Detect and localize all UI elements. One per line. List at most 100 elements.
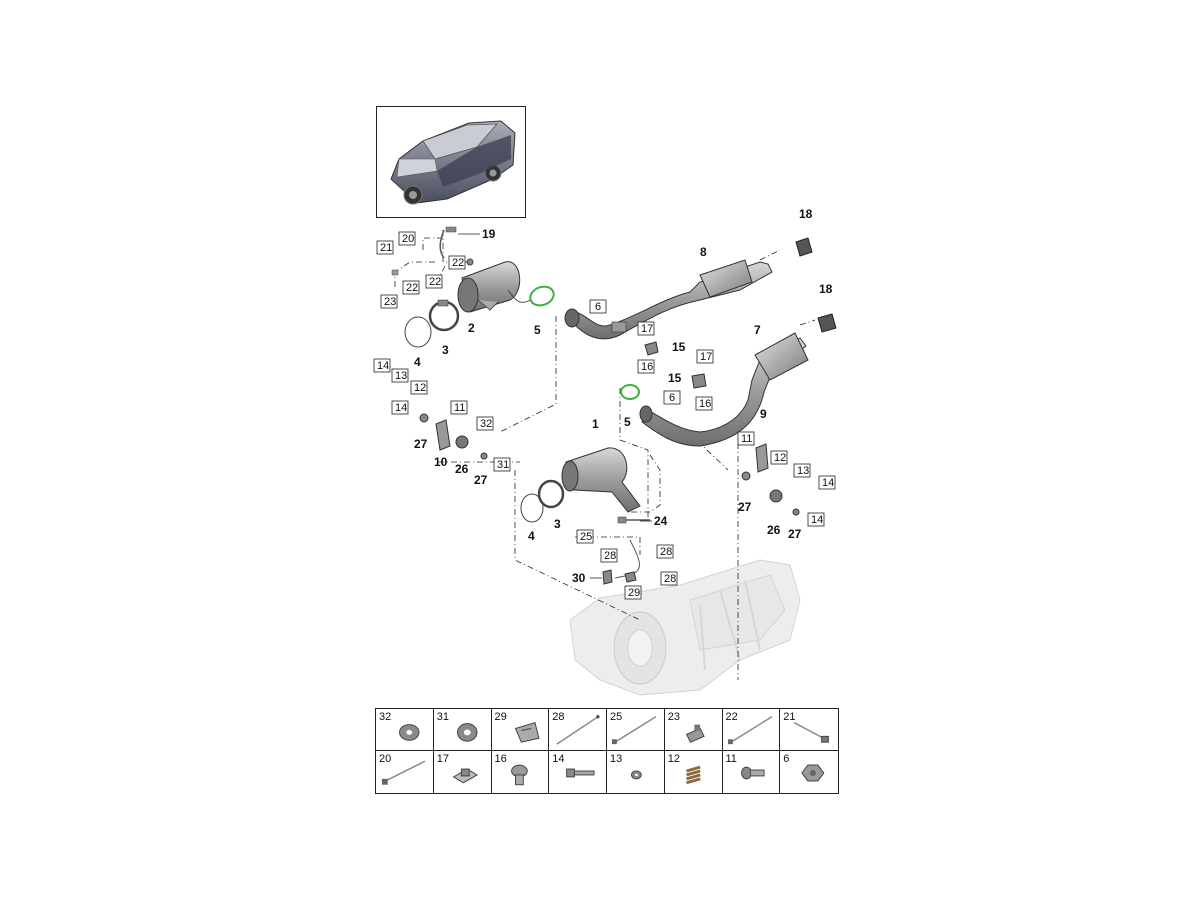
box-16-upper: 16: [641, 361, 653, 373]
callout-30: 30: [572, 571, 586, 585]
callout-10: 10: [434, 455, 448, 469]
bracket-15-lower: [691, 373, 707, 389]
callout-4-lower: 4: [528, 529, 535, 543]
oxygen-sensor-24: [614, 516, 650, 579]
box-12-right: 12: [774, 452, 786, 464]
parts-number: 25: [610, 711, 623, 723]
box-11-right: 11: [741, 433, 752, 445]
parts-number: 12: [667, 753, 680, 765]
callout-27-right-a: 27: [738, 500, 752, 514]
parts-number: 32: [379, 711, 392, 723]
cable-tie-icon: [556, 715, 600, 745]
bracket-icon: [685, 724, 705, 743]
callout-26-right: 26: [767, 523, 781, 537]
callout-15-lower: 15: [668, 371, 682, 385]
clip-icon: [514, 722, 540, 743]
box-17-upper: 17: [641, 323, 653, 335]
box-23: 23: [384, 296, 396, 308]
box-22-c: 22: [406, 282, 418, 294]
parts-number: 17: [436, 753, 449, 765]
box-13-left: 13: [395, 370, 407, 382]
box-6-upper: 6: [595, 301, 601, 313]
parts-cell-14: 14: [549, 751, 607, 793]
callout-26-left: 26: [455, 462, 469, 476]
box-17-lower: 17: [700, 351, 712, 363]
callout-5-lower: 5: [624, 415, 631, 429]
washer-icon: [399, 724, 420, 741]
box-12-left: 12: [414, 382, 426, 394]
box-6-lower: 6: [669, 392, 675, 404]
gasket-5-upper: [529, 285, 555, 307]
vehicle-thumbnail: [376, 106, 526, 218]
parts-cell-23: 23: [664, 709, 723, 751]
front-pipe-8: [564, 259, 773, 340]
callout-15-upper: 15: [672, 340, 686, 354]
gasket-4-lower: [520, 493, 544, 523]
front-pipe-7: [639, 332, 809, 447]
parts-cell-31: 31: [433, 709, 492, 751]
callout-9: 9: [760, 407, 767, 421]
sensor-cable-icon: [611, 716, 657, 745]
parts-number: 22: [725, 711, 738, 723]
parts-number: 23: [667, 711, 680, 723]
bracket-10: [419, 413, 488, 460]
callout-7: 7: [754, 323, 761, 337]
parts-cell-20: 20: [376, 751, 434, 793]
parts-cell-6: 6: [780, 751, 838, 793]
boxed-callout-labels: 20 21 22 22 22 23 6 17 16 17 16 6 14 13 …: [377, 233, 834, 599]
bracket-15-upper: [644, 341, 659, 356]
callout-2: 2: [468, 321, 475, 335]
callout-19: 19: [482, 227, 496, 241]
parts-cell-12: 12: [665, 751, 723, 793]
box-28-b: 28: [660, 546, 672, 558]
rubber-hanger-18-lower: [817, 313, 837, 333]
box-25: 25: [580, 531, 592, 543]
parts-number: 14: [552, 753, 565, 765]
box-11-left: 11: [454, 402, 465, 414]
parts-reference-table: 32 31 29 28 25 23 22 21: [375, 708, 839, 794]
sensor-cable-icon: [727, 716, 772, 745]
parts-cell-13: 13: [607, 751, 665, 793]
connector-cable-icon: [794, 722, 830, 743]
box-14-d: 14: [811, 514, 823, 526]
clamp-3-upper: [428, 299, 460, 332]
parts-number: 20: [379, 753, 392, 765]
callout-18-upper: 18: [799, 207, 813, 221]
box-14-c: 14: [822, 477, 834, 489]
sensor-cable-icon: [381, 760, 426, 785]
screw-icon: [740, 766, 765, 780]
suv-illustration: [390, 120, 516, 205]
callout-24: 24: [654, 514, 668, 528]
box-21: 21: [380, 242, 392, 254]
parts-cell-28: 28: [549, 709, 607, 751]
callout-4-upper: 4: [414, 355, 421, 369]
catalytic-converter-1: [561, 447, 641, 513]
box-31: 31: [497, 459, 509, 471]
box-13-right: 13: [797, 465, 809, 477]
parts-number: 13: [610, 753, 623, 765]
clamp-3-lower: [537, 479, 565, 509]
parts-number: 6: [783, 753, 790, 765]
parts-cell-17: 17: [434, 751, 492, 793]
callout-8: 8: [700, 245, 707, 259]
transmission-ghost: [569, 559, 801, 696]
spring-icon: [685, 765, 701, 785]
callout-1: 1: [592, 417, 599, 431]
bolt-icon: [566, 768, 595, 778]
box-28-a: 28: [604, 550, 616, 562]
washer-icon: [456, 723, 478, 742]
parts-cell-21: 21: [780, 709, 838, 751]
box-16-lower: 16: [699, 398, 711, 410]
callout-5-upper: 5: [534, 323, 541, 337]
box-22-a: 22: [452, 257, 464, 269]
clip-29: [624, 571, 637, 583]
callout-numbers: 19 18 8 18 7 2 3 4 5 5 15 15 9 1 10 26 2…: [414, 207, 833, 585]
callout-27-left-a: 27: [414, 437, 428, 451]
callout-27-right-b: 27: [788, 527, 802, 541]
callout-3-lower: 3: [554, 517, 561, 531]
callout-18-lower: 18: [819, 282, 833, 296]
parts-cell-25: 25: [607, 709, 665, 751]
gasket-4-upper: [404, 316, 432, 348]
parts-cell-29: 29: [491, 709, 550, 751]
